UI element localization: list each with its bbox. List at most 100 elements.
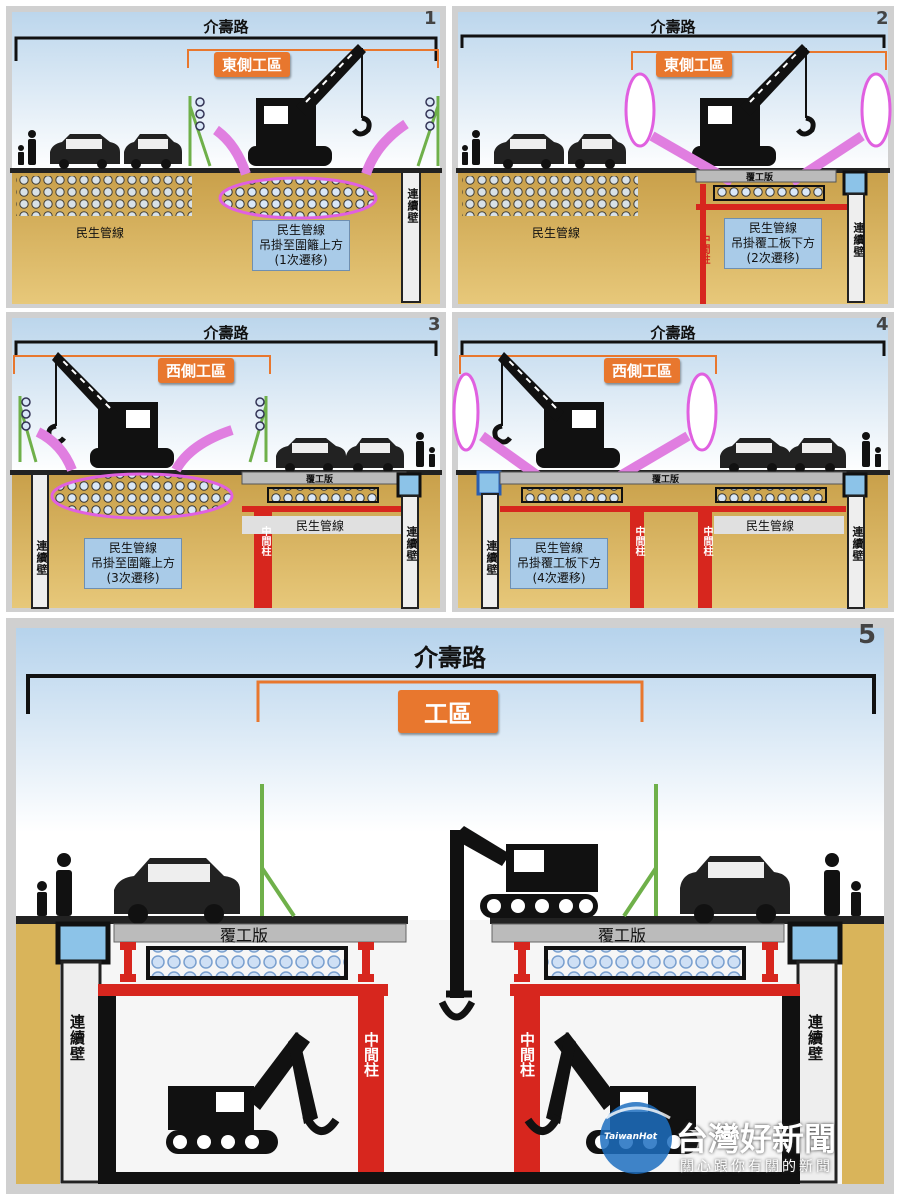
car-icon-2 bbox=[124, 134, 182, 169]
zone-label: 西側工區 bbox=[158, 358, 235, 383]
crane-icon bbox=[248, 44, 372, 166]
wall-label: 連續壁 bbox=[852, 222, 865, 258]
caption-line-2: 吊掛至圍籬上方 bbox=[91, 556, 176, 570]
diaphragm-wall-left bbox=[60, 960, 102, 1184]
wall-label-left: 連續壁 bbox=[68, 1014, 86, 1062]
column-label-right: 中間柱 bbox=[701, 526, 712, 556]
road-bracket bbox=[460, 34, 886, 48]
ground-line bbox=[10, 168, 442, 173]
crane-icon bbox=[492, 352, 620, 468]
i-beam-left-2 bbox=[358, 942, 374, 982]
column-label-right: 中間柱 bbox=[518, 1032, 536, 1077]
caption-line-3: (2次遷移) bbox=[746, 251, 800, 265]
arrow-right bbox=[361, 119, 409, 176]
caption-box: 民生管線 吊掛至圍籬上方 (3次遷移) bbox=[84, 538, 183, 589]
panel-number: 5 bbox=[858, 620, 877, 650]
panel-3-scene bbox=[6, 312, 446, 612]
zone-bracket bbox=[631, 51, 887, 70]
pipes-label: 民生管線 bbox=[532, 226, 581, 240]
fence-left bbox=[188, 96, 212, 167]
caption-line-2: 吊掛覆工板下方 bbox=[517, 556, 602, 570]
wall-label-left: 連續壁 bbox=[35, 540, 48, 576]
pipes-label: 民生管線 bbox=[76, 226, 125, 240]
zone-label: 西側工區 bbox=[604, 358, 681, 383]
fence-right bbox=[622, 784, 658, 918]
car-icon-2 bbox=[568, 134, 626, 169]
arrow-left bbox=[212, 125, 251, 176]
car-icon-1 bbox=[50, 134, 120, 169]
panel-3: 介壽路 3 西側工區 覆工版 民生管線 民生管線 吊掛至圍籬上方 (3次遷移) … bbox=[6, 312, 446, 612]
pedestrians-icon bbox=[462, 130, 480, 165]
watermark-tagline: 關心跟你有關的新聞 bbox=[680, 1159, 833, 1175]
excavator-top-icon bbox=[438, 826, 598, 1021]
zone-label: 東側工區 bbox=[656, 52, 733, 77]
deck-right bbox=[491, 923, 785, 943]
caption-line-2: 吊掛覆工板下方 bbox=[731, 236, 816, 250]
wall-label-right: 連續壁 bbox=[806, 1014, 824, 1062]
caption-line-2: 吊掛至圍籬上方 bbox=[259, 238, 344, 252]
panel-1: 介壽路 1 東側工區 民生管線 民生管線 吊掛至圍籬上方 (1次遷移) 連續壁 bbox=[6, 6, 446, 308]
wall-label-right: 連續壁 bbox=[405, 526, 418, 562]
caption-line-1: 民生管線 bbox=[535, 541, 584, 555]
panel-4: 介壽路 4 西側工區 覆工版 民生管線 民生管線 吊掛覆工板下方 (4次遷移) … bbox=[452, 312, 894, 612]
zone-bracket bbox=[187, 49, 439, 68]
hanging-pipes-right bbox=[425, 97, 435, 131]
car-right-icon bbox=[680, 856, 790, 924]
panel-number: 2 bbox=[876, 8, 889, 29]
crane-icon bbox=[692, 44, 816, 166]
panel-number: 3 bbox=[428, 314, 441, 335]
pipes-under-deck-left bbox=[146, 946, 348, 980]
caption-box: 民生管線 吊掛覆工板下方 (2次遷移) bbox=[724, 218, 823, 269]
road-label: 介壽路 bbox=[414, 644, 486, 672]
caption-box: 民生管線 吊掛覆工板下方 (4次遷移) bbox=[510, 538, 609, 589]
car-icon-1 bbox=[276, 438, 346, 473]
pipes-left bbox=[16, 176, 192, 216]
panel-number: 1 bbox=[424, 8, 437, 29]
caption-line-1: 民生管線 bbox=[277, 223, 326, 237]
diaphragm-wall bbox=[847, 193, 865, 303]
deck-label: 覆工版 bbox=[746, 173, 774, 183]
i-beam-left-1 bbox=[120, 942, 136, 982]
watermark-brand: 台灣好新聞 bbox=[676, 1120, 837, 1158]
car-icon-2 bbox=[788, 438, 846, 473]
wall-cap-left bbox=[55, 921, 111, 965]
fence-left bbox=[260, 784, 296, 918]
deck-left bbox=[113, 923, 407, 943]
beam bbox=[696, 204, 856, 210]
pedestrians-icon bbox=[862, 432, 881, 467]
road-label: 介壽路 bbox=[203, 18, 249, 36]
column-label: 中間柱 bbox=[259, 526, 270, 556]
pipes-cloud-right bbox=[860, 72, 892, 148]
wall-label: 連續壁 bbox=[406, 188, 419, 224]
center-column-left bbox=[358, 994, 384, 1174]
car-icon-2 bbox=[346, 438, 404, 473]
road-label: 介壽路 bbox=[650, 324, 696, 342]
car-icon-1 bbox=[720, 438, 790, 473]
crane-icon bbox=[46, 352, 174, 468]
watermark-logo-text: TaiwanHot bbox=[604, 1132, 658, 1142]
column-label: 中間柱 bbox=[698, 234, 709, 264]
caption-line-1: 民生管線 bbox=[749, 221, 798, 235]
watermark-logo-icon bbox=[600, 1102, 672, 1174]
panel-5: 介壽路 5 工區 覆工版 覆工版 中間柱 中間柱 連續壁 連續壁 TaiwanH… bbox=[6, 618, 894, 1194]
column-label-left: 中間柱 bbox=[362, 1032, 380, 1077]
road-label: 介壽路 bbox=[203, 324, 249, 342]
caption-line-3: (4次遷移) bbox=[532, 571, 586, 585]
car-left-icon bbox=[114, 858, 240, 924]
deck-label-right: 覆工版 bbox=[598, 926, 647, 945]
diaphragm-wall bbox=[401, 171, 421, 303]
zone-label: 工區 bbox=[398, 690, 498, 733]
wall-label-left: 連續壁 bbox=[485, 540, 498, 576]
pipes-left bbox=[462, 176, 638, 216]
beam-right bbox=[510, 984, 800, 996]
zone-bracket bbox=[256, 680, 644, 722]
pedestrians-icon bbox=[18, 130, 36, 165]
wall-cap bbox=[842, 170, 868, 196]
pipes-label: 民生管線 bbox=[296, 519, 345, 533]
pedestrians-icon bbox=[416, 432, 435, 467]
deck bbox=[695, 169, 837, 183]
deck-label: 覆工版 bbox=[306, 475, 334, 485]
center-column bbox=[700, 184, 706, 304]
road-bracket bbox=[26, 674, 876, 714]
hanging-pipes-left bbox=[195, 97, 205, 131]
